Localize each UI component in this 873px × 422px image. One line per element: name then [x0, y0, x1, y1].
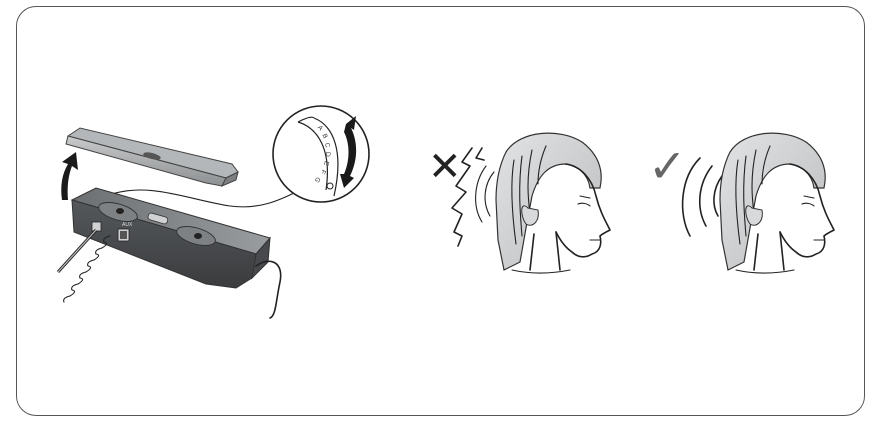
correct-fit-illustration: ✓: [648, 133, 834, 273]
head-right: [720, 133, 834, 273]
correct-check-icon: ✓: [648, 139, 687, 193]
charger-base: AUX: [72, 188, 270, 288]
lift-arrow-icon: [61, 152, 78, 200]
input-port: [92, 222, 101, 231]
incorrect-x-icon: ✕: [428, 144, 462, 190]
coiled-cable: [64, 236, 110, 302]
incorrect-fit-illustration: ✕: [428, 133, 610, 273]
port-label-aux: AUX: [122, 222, 133, 228]
charger-lid: [66, 128, 238, 186]
dial-letter-d: D: [324, 152, 331, 157]
head-left: [496, 133, 610, 273]
